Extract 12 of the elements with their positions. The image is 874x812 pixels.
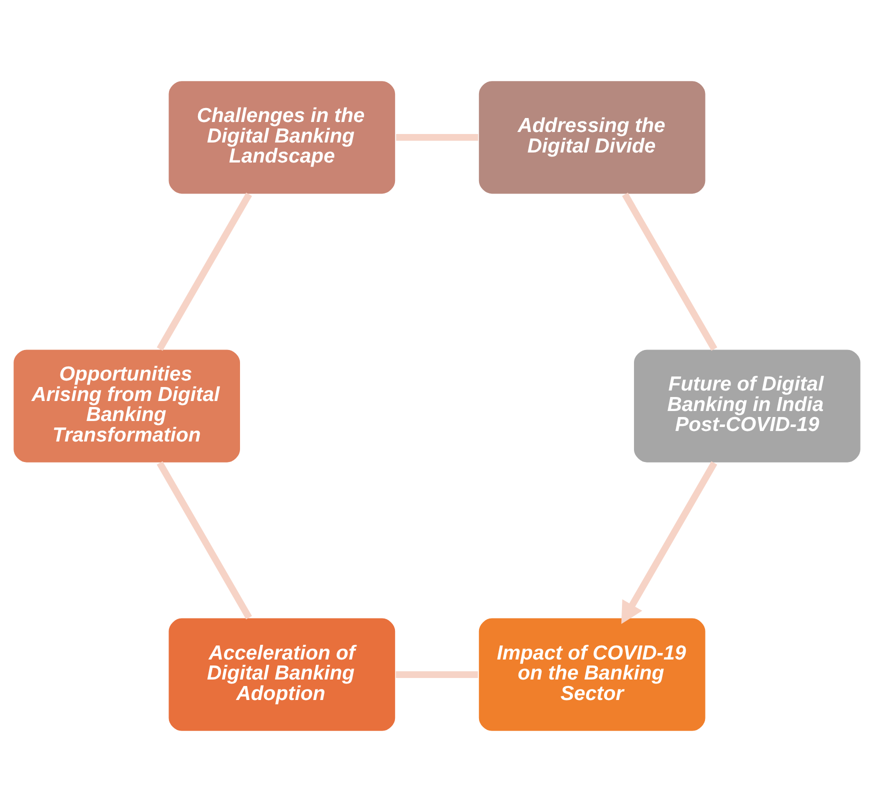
node-box: Opportunities Arising from Digital Banking Transformation (12, 348, 242, 464)
connector (156, 461, 252, 620)
connector (156, 192, 252, 351)
node-box: Addressing the Digital Divide (478, 80, 706, 195)
node-box: Impact of COVID-19 on the Banking Sector (478, 617, 706, 732)
connector (396, 671, 478, 678)
node-box: Challenges in the Digital Banking Landscape (168, 80, 396, 195)
arrow (621, 461, 718, 624)
connector (396, 134, 478, 141)
node-box: Future of Digital Banking in India Post-COVID-19 (632, 348, 862, 464)
node-box: Acceleration of Digital Banking Adoption (168, 617, 396, 732)
connector (622, 192, 718, 351)
